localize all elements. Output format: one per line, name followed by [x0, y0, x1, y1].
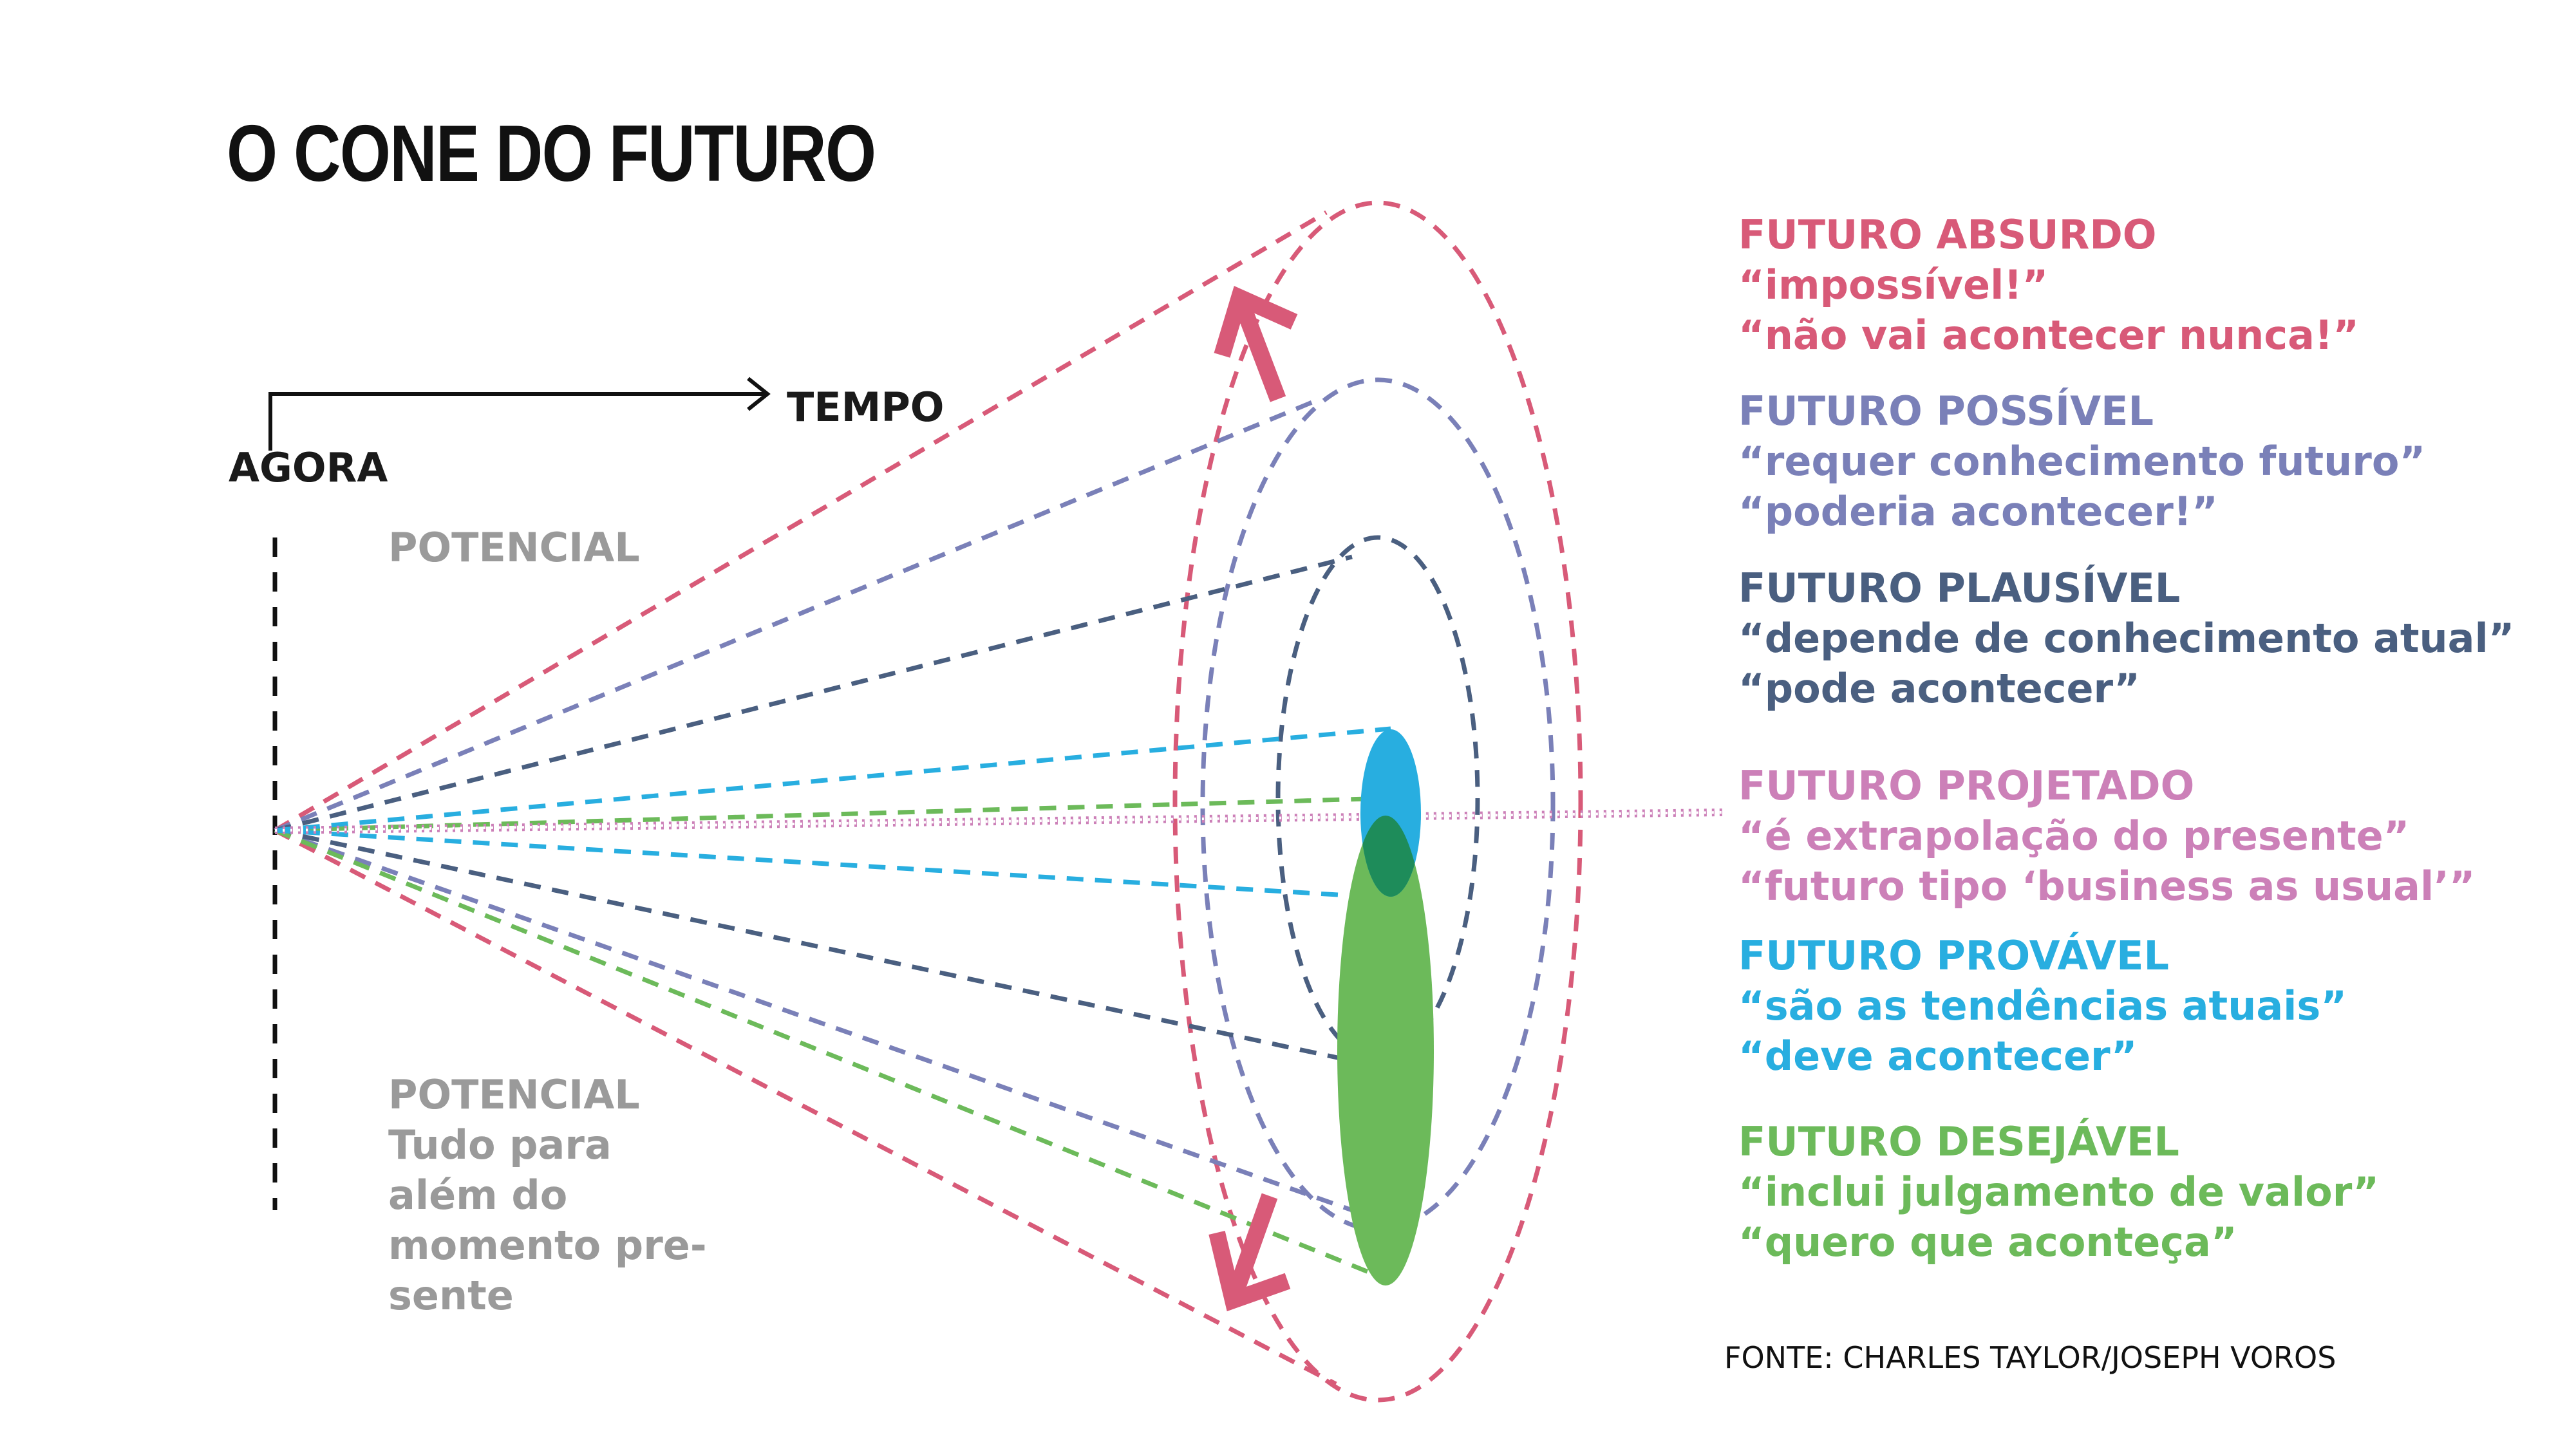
legend-absurd: FUTURO ABSURDO “impossível!” “não vai ac… — [1738, 210, 2359, 360]
probable-lines — [274, 726, 1391, 901]
legend-preferable: FUTURO DESEJÁVEL “inclui julgamento de v… — [1738, 1117, 2379, 1267]
legend-quote: “inclui julgamento de valor” — [1738, 1168, 2380, 1215]
legend-title: FUTURO POSSÍVEL — [1738, 388, 2154, 435]
legend-projected: FUTURO PROJETADO “é extrapolação do pres… — [1738, 761, 2476, 911]
time-arrow-icon — [268, 392, 766, 451]
potential-bottom-line: Tudo para — [388, 1121, 612, 1168]
legend-title: FUTURO PROJETADO — [1738, 762, 2195, 809]
potential-bottom-line: além do — [388, 1172, 568, 1219]
legend-title: FUTURO ABSURDO — [1738, 211, 2157, 258]
potential-top-label: POTENCIAL — [388, 524, 640, 571]
legend-plausible: FUTURO PLAUSÍVEL “depende de conheciment… — [1738, 563, 2515, 714]
potential-bottom-line: momento pre- — [388, 1222, 707, 1269]
legend-quote: “pode acontecer” — [1738, 665, 2141, 712]
now-label: AGORA — [229, 444, 388, 491]
legend-quote: “depende de conhecimento atual” — [1738, 615, 2515, 662]
legend-title: FUTURO PLAUSÍVEL — [1738, 565, 2181, 612]
potential-bottom-heading: POTENCIAL — [388, 1071, 640, 1118]
legend-title: FUTURO DESEJÁVEL — [1738, 1118, 2179, 1165]
legend-quote: “requer conhecimento futuro” — [1738, 438, 2426, 485]
legend-quote: “poderia acontecer!” — [1738, 488, 2218, 535]
legend-probable: FUTURO PROVÁVEL “são as tendências atuai… — [1738, 931, 2347, 1081]
legend-quote: “é extrapolação do presente” — [1738, 812, 2410, 859]
legend-quote: “quero que aconteça” — [1738, 1219, 2237, 1266]
projected-line-inner — [274, 811, 1723, 832]
potential-bottom-block: POTENCIAL Tudo para além do momento pre-… — [388, 1070, 707, 1321]
legend-quote: “futuro tipo ‘business as usual’” — [1738, 863, 2476, 910]
potential-bottom-line: sente — [388, 1272, 514, 1319]
legend-quote: “deve acontecer” — [1738, 1033, 2138, 1080]
legend-possible: FUTURO POSSÍVEL “requer conhecimento fut… — [1738, 386, 2425, 537]
time-label: TEMPO — [787, 384, 945, 431]
legend-quote: “não vai acontecer nunca!” — [1738, 312, 2359, 359]
expand-up-arrow-icon — [1214, 286, 1298, 402]
legend-quote: “são as tendências atuais” — [1738, 982, 2347, 1029]
source-credit: FONTE: CHARLES TAYLOR/JOSEPH VOROS — [1724, 1340, 2336, 1375]
legend-quote: “impossível!” — [1738, 261, 2049, 308]
expand-down-arrow-icon — [1208, 1193, 1291, 1312]
preferable-ellipse — [1337, 816, 1434, 1285]
legend-title: FUTURO PROVÁVEL — [1738, 932, 2169, 979]
time-arrow-head — [747, 377, 771, 411]
absurd-cone — [274, 200, 1583, 1403]
page-title: O CONE DO FUTURO — [227, 109, 876, 198]
